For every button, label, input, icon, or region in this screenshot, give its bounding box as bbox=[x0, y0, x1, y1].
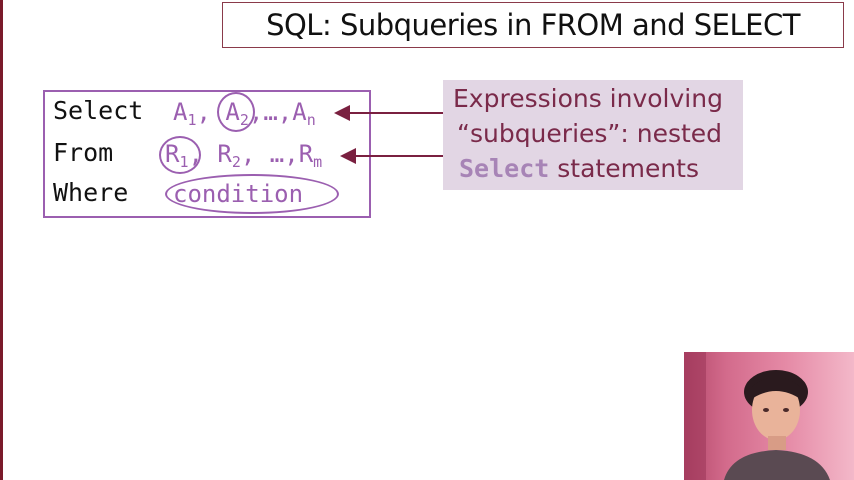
rel-r2-letter: R bbox=[217, 140, 232, 168]
note-line-3: Select statements bbox=[459, 154, 699, 183]
rel-rm-index: m bbox=[313, 153, 323, 171]
attr-ellipsis: … bbox=[263, 98, 278, 126]
from-line: From bbox=[53, 138, 113, 167]
note-line-1: Expressions involving bbox=[453, 84, 723, 113]
rel-r1-circle bbox=[159, 136, 201, 174]
note-statements-text: statements bbox=[549, 154, 699, 183]
select-line: Select bbox=[53, 96, 143, 125]
condition-circle bbox=[165, 174, 339, 214]
attr-a1-letter: A bbox=[173, 98, 188, 126]
slide-title: SQL: Subqueries in FROM and SELECT bbox=[266, 8, 800, 42]
explanation-note: Expressions involving “subqueries”: nest… bbox=[443, 80, 743, 190]
where-keyword: Where bbox=[53, 178, 129, 207]
arrow-select-head bbox=[334, 105, 350, 121]
arrow-to-select-line bbox=[348, 112, 444, 114]
sql-query-box: Select From Where A1, A2,…,An R1, R2, …,… bbox=[43, 90, 371, 218]
attr-an-index: n bbox=[306, 111, 316, 129]
presenter-image bbox=[684, 352, 830, 480]
note-line-2: “subqueries”: nested bbox=[457, 119, 723, 148]
note-select-code: Select bbox=[459, 154, 550, 183]
rel-r2-index: 2 bbox=[231, 153, 241, 171]
rel-ellipsis: … bbox=[269, 140, 285, 168]
presenter-webcam bbox=[684, 352, 854, 480]
attr-a1-index: 1 bbox=[187, 111, 197, 129]
select-keyword: Select bbox=[53, 96, 144, 125]
attr-a2-circle bbox=[217, 92, 255, 132]
arrow-from-head bbox=[340, 148, 356, 164]
from-keyword: From bbox=[53, 138, 114, 167]
attr-an-letter: A bbox=[292, 98, 307, 126]
where-line: Where bbox=[53, 178, 128, 207]
arrow-to-from-line bbox=[354, 155, 444, 157]
rel-rm-letter: R bbox=[298, 140, 314, 168]
left-edge-bar bbox=[0, 0, 3, 480]
title-box: SQL: Subqueries in FROM and SELECT bbox=[222, 2, 844, 48]
